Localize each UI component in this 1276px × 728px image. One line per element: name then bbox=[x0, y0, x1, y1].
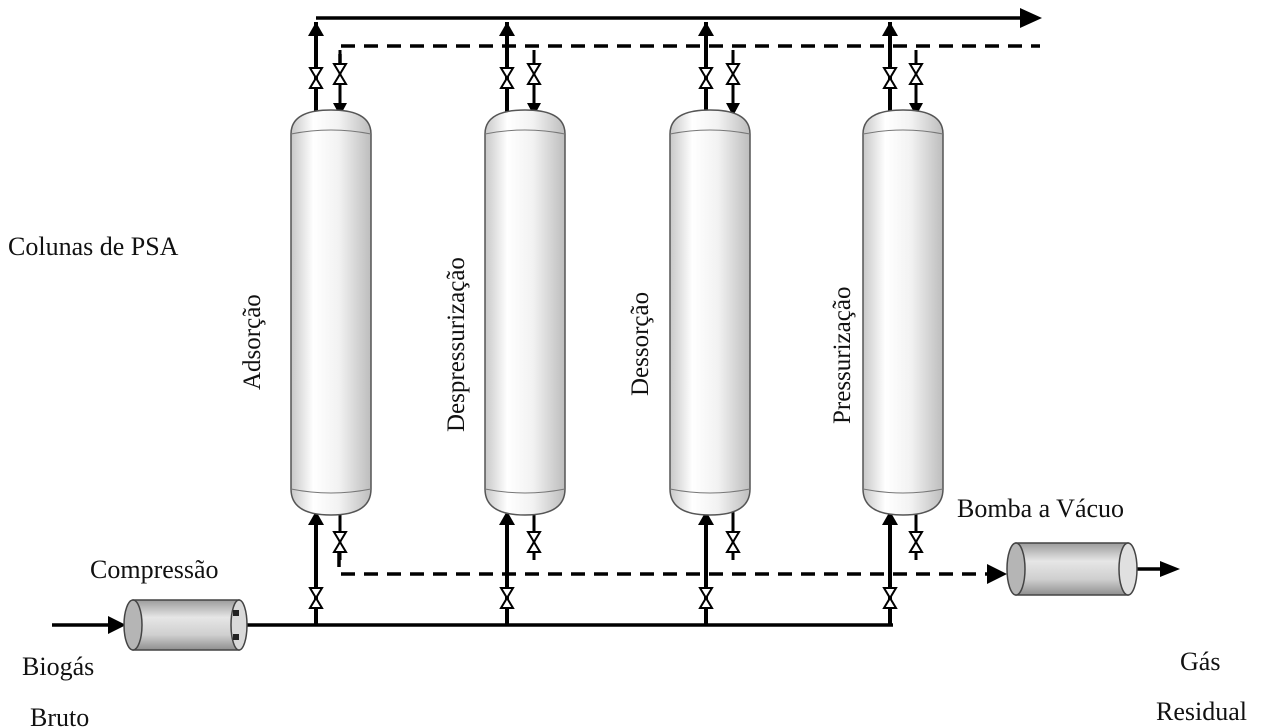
column-1-connections bbox=[308, 22, 348, 625]
column-3-feed-riser-arrow bbox=[698, 511, 714, 525]
vacuum-pump-label: Bomba a Vácuo bbox=[957, 494, 1124, 523]
column-1-bottom-vacuum-valve-body bbox=[332, 531, 348, 553]
column-3-top-main-valve bbox=[698, 67, 714, 89]
vacuum-header-line bbox=[337, 553, 990, 576]
column-4-bottom-feed-valve-body bbox=[882, 587, 898, 609]
column-3-bottom-vacuum-valve-body bbox=[725, 531, 741, 553]
column-1-purge-drop-arrow bbox=[333, 103, 347, 116]
column-2-top-main-valve bbox=[499, 67, 515, 89]
column-1-top-purge-valve bbox=[332, 63, 348, 85]
column-1-bottom-feed-valve bbox=[308, 587, 324, 609]
psa-column-1-vessel bbox=[290, 109, 372, 516]
column-1-top-main-valve bbox=[308, 67, 324, 89]
column-4-bottom-vacuum-valve-body bbox=[908, 531, 924, 553]
column-3-bottom-vacuum-valve bbox=[725, 531, 741, 553]
psa-column-1 bbox=[290, 109, 372, 516]
piping bbox=[52, 8, 1180, 634]
column-4-purge-drop-arrow bbox=[909, 103, 923, 116]
psa-column-4-top-seam bbox=[862, 129, 944, 135]
column-2-connections bbox=[499, 22, 542, 625]
compressor-right-end bbox=[230, 599, 248, 651]
column-2-bottom-feed-valve bbox=[499, 587, 515, 609]
column-2-bottom-feed-valve-body bbox=[499, 587, 515, 609]
column-3-state-label: Dessorção bbox=[627, 292, 654, 396]
compression-label: Compressão bbox=[90, 555, 219, 584]
column-1-top-purge-valve-body bbox=[332, 63, 348, 85]
column-2-top-riser-arrow bbox=[499, 22, 515, 36]
vacuum-pump bbox=[1006, 542, 1138, 596]
column-3-purge-drop-arrow bbox=[726, 103, 740, 116]
column-1-bottom-vacuum-valve bbox=[332, 531, 348, 553]
psa-column-4-bottom-seam bbox=[862, 488, 944, 494]
psa-column-3 bbox=[669, 109, 751, 516]
column-3-top-riser-arrow bbox=[698, 22, 714, 36]
column-3-top-purge-valve bbox=[725, 63, 741, 85]
column-3-bottom-feed-valve bbox=[698, 587, 714, 609]
columns-title-label: Colunas de PSA bbox=[8, 232, 179, 261]
biogas-inlet-arrow bbox=[108, 616, 126, 634]
psa-column-2-top-seam bbox=[484, 129, 566, 135]
column-4-top-main-valve-body bbox=[882, 67, 898, 89]
column-4-top-purge-valve-body bbox=[908, 63, 924, 85]
biogas-label-line2: Bruto bbox=[30, 703, 89, 728]
column-2-top-main-valve-body bbox=[499, 67, 515, 89]
column-4-connections bbox=[882, 22, 924, 625]
psa-column-3-top-seam bbox=[669, 129, 751, 135]
column-2-bottom-vacuum-valve bbox=[526, 531, 542, 553]
column-4-top-purge-valve bbox=[908, 63, 924, 85]
compressor-port-bottom bbox=[233, 634, 239, 640]
compressor-port-top bbox=[233, 610, 239, 616]
compressor bbox=[123, 599, 248, 651]
residual-gas-label-line2: Residual bbox=[1156, 697, 1247, 726]
psa-column-2-vessel bbox=[484, 109, 566, 516]
psa-columns bbox=[290, 109, 944, 516]
column-3-connections bbox=[698, 22, 741, 625]
column-1-bottom-feed-valve-body bbox=[308, 587, 324, 609]
column-2-bottom-vacuum-valve-body bbox=[526, 531, 542, 553]
product-header-arrow bbox=[1020, 8, 1042, 28]
compressor-left-end bbox=[123, 599, 143, 651]
psa-column-3-bottom-seam bbox=[669, 488, 751, 494]
psa-column-4-vessel bbox=[862, 109, 944, 516]
column-3-bottom-feed-valve-body bbox=[698, 587, 714, 609]
vacuum-header-arrow bbox=[987, 564, 1007, 584]
vacuum-pump-left-end bbox=[1006, 542, 1026, 596]
psa-column-2 bbox=[484, 109, 566, 516]
column-2-feed-riser-arrow bbox=[499, 511, 515, 525]
column-4-top-riser-arrow bbox=[882, 22, 898, 36]
psa-column-1-top-seam bbox=[290, 129, 372, 135]
column-3-top-purge-valve-body bbox=[725, 63, 741, 85]
column-2-purge-drop-arrow bbox=[527, 103, 541, 116]
column-1-top-main-valve-body bbox=[308, 67, 324, 89]
column-2-state-label: Despressurização bbox=[443, 257, 470, 432]
biogas-label-line1: Biogás bbox=[22, 652, 94, 681]
column-4-bottom-vacuum-valve bbox=[908, 531, 924, 553]
column-4-state-label: Pressurização bbox=[829, 287, 856, 424]
residual-gas-label-line1: Gás bbox=[1180, 647, 1220, 676]
column-1-feed-riser-arrow bbox=[308, 511, 324, 525]
compressor-body bbox=[132, 599, 240, 651]
column-3-top-main-valve-body bbox=[698, 67, 714, 89]
psa-column-1-bottom-seam bbox=[290, 488, 372, 494]
column-connections bbox=[308, 22, 924, 625]
psa-column-3-vessel bbox=[669, 109, 751, 516]
residual-outlet-arrow bbox=[1160, 561, 1180, 577]
column-2-top-purge-valve bbox=[526, 63, 542, 85]
column-1-top-riser-arrow bbox=[308, 22, 324, 36]
column-1-state-label: Adsorção bbox=[239, 294, 266, 390]
purge-header-line bbox=[338, 44, 1040, 68]
vacuum-pump-body bbox=[1015, 542, 1129, 596]
vacuum-pump-right-end bbox=[1118, 542, 1138, 596]
psa-column-4 bbox=[862, 109, 944, 516]
column-2-top-purge-valve-body bbox=[526, 63, 542, 85]
column-4-top-main-valve bbox=[882, 67, 898, 89]
psa-column-2-bottom-seam bbox=[484, 488, 566, 494]
column-4-bottom-feed-valve bbox=[882, 587, 898, 609]
column-4-feed-riser-arrow bbox=[882, 511, 898, 525]
